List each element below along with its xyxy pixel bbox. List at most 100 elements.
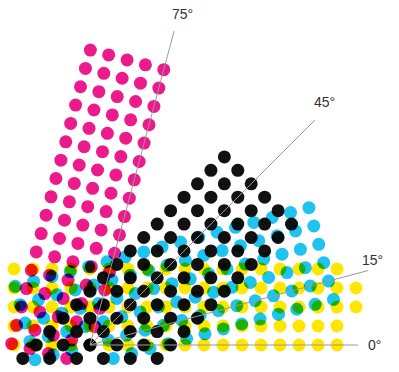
halftone-dot xyxy=(294,243,307,256)
halftone-dot xyxy=(317,256,330,269)
halftone-dot xyxy=(124,244,137,257)
halftone-dot xyxy=(64,117,77,130)
halftone-dot xyxy=(327,293,340,306)
halftone-dot xyxy=(90,242,103,255)
halftone-dot xyxy=(40,209,53,222)
halftone-dot xyxy=(20,282,33,295)
halftone-dot xyxy=(57,339,70,352)
halftone-dot xyxy=(71,237,84,250)
yellow-dots xyxy=(8,263,363,352)
halftone-dot xyxy=(69,99,82,112)
halftone-dot xyxy=(121,53,134,66)
halftone-dot xyxy=(85,260,98,273)
halftone-dot xyxy=(245,204,258,217)
angle-label: 45° xyxy=(312,94,337,110)
halftone-dot xyxy=(87,104,100,117)
halftone-dot xyxy=(218,177,231,190)
angle-line xyxy=(90,345,358,346)
halftone-dot xyxy=(10,319,23,332)
halftone-dot xyxy=(137,258,150,271)
halftone-dot xyxy=(58,214,71,227)
halftone-dot xyxy=(216,244,229,257)
halftone-dot xyxy=(8,263,21,276)
halftone-dot xyxy=(84,312,97,325)
halftone-dot xyxy=(331,263,344,276)
halftone-dot xyxy=(191,312,204,325)
halftone-dot xyxy=(48,250,61,263)
halftone-dot xyxy=(280,266,293,279)
halftone-dot xyxy=(331,320,344,333)
halftone-dot xyxy=(350,301,363,314)
angle-lines xyxy=(90,31,368,345)
halftone-dot xyxy=(78,140,91,153)
halftone-dot xyxy=(178,218,191,231)
halftone-dot xyxy=(15,300,28,313)
halftone-dot xyxy=(102,48,115,61)
halftone-dot xyxy=(83,122,96,135)
halftone-dot xyxy=(204,244,217,257)
angle-line xyxy=(90,31,174,345)
halftone-dot xyxy=(254,313,267,326)
halftone-dot xyxy=(217,322,230,335)
halftone-dot xyxy=(284,206,297,219)
halftone-dot xyxy=(258,218,271,231)
halftone-dot xyxy=(293,320,306,333)
halftone-dot xyxy=(84,44,97,57)
halftone-dot xyxy=(218,258,231,271)
halftone-dot xyxy=(218,231,231,244)
halftone-dot xyxy=(91,163,104,176)
halftone-dot xyxy=(45,190,58,203)
halftone-dot xyxy=(110,285,123,298)
halftone-dot xyxy=(124,325,137,338)
halftone-dot xyxy=(70,352,83,365)
halftone-dot xyxy=(68,177,81,190)
halftone-dot xyxy=(28,353,41,366)
halftone-dot xyxy=(312,320,325,333)
halftone-dot xyxy=(164,285,177,298)
halftone-dot xyxy=(35,227,48,240)
halftone-dot xyxy=(38,287,51,300)
halftone-dot xyxy=(164,231,177,244)
halftone-dot xyxy=(218,150,231,163)
halftone-dot xyxy=(30,339,43,352)
halftone-dot xyxy=(116,72,129,85)
halftone-dot xyxy=(178,325,191,338)
halftone-dot xyxy=(84,285,97,298)
halftone-dot xyxy=(191,204,204,217)
halftone-dot xyxy=(25,264,38,277)
halftone-dot xyxy=(53,232,66,245)
halftone-dot xyxy=(290,303,303,316)
halftone-dot xyxy=(262,271,275,284)
halftone-dot xyxy=(74,80,87,93)
halftone-dot xyxy=(76,219,89,232)
halftone-dot xyxy=(231,218,244,231)
halftone-dot xyxy=(178,191,191,204)
halftone-dot xyxy=(258,191,271,204)
halftone-dot xyxy=(137,245,150,258)
magenta-dots xyxy=(5,44,170,365)
halftone-dot xyxy=(302,201,315,214)
halftone-dot xyxy=(66,255,79,268)
halftone-dot xyxy=(81,200,94,213)
halftone-dot xyxy=(95,223,108,236)
halftone-dot xyxy=(272,204,285,217)
halftone-dot xyxy=(151,352,164,365)
halftone-dot xyxy=(178,298,191,311)
halftone-dot xyxy=(309,298,322,311)
halftone-dot xyxy=(178,271,191,284)
cyan-dots xyxy=(9,201,340,366)
halftone-dot xyxy=(231,164,244,177)
halftone-dot xyxy=(191,285,204,298)
halftone-dot xyxy=(70,298,83,311)
halftone-dot xyxy=(43,325,56,338)
halftone-dot xyxy=(43,352,56,365)
halftone-dot xyxy=(139,58,152,71)
angle-line xyxy=(90,270,368,345)
halftone-dot xyxy=(274,320,287,333)
halftone-dot xyxy=(109,168,122,181)
halftone-dot xyxy=(272,308,285,321)
halftone-dot xyxy=(70,325,83,338)
angle-line xyxy=(90,120,315,345)
halftone-dot xyxy=(204,271,217,284)
halftone-dot xyxy=(164,204,177,217)
